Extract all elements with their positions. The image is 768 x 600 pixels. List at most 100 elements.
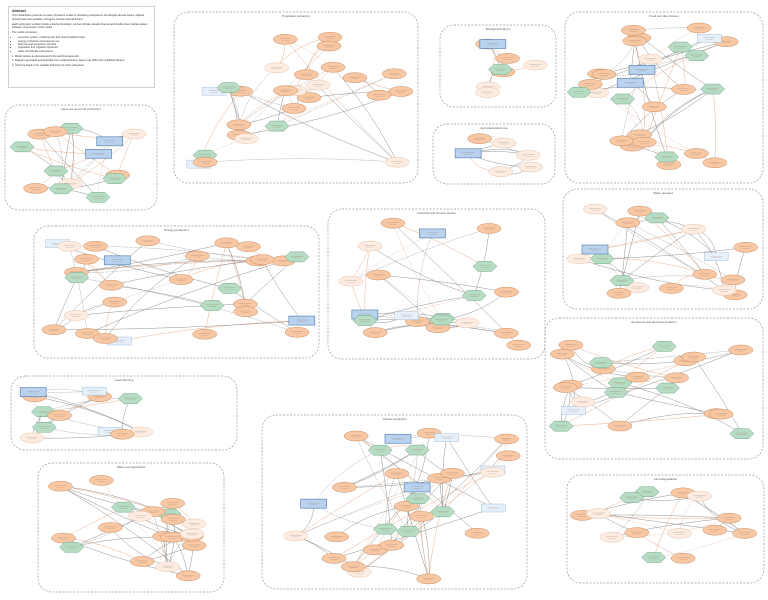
flow-variable-node — [495, 450, 521, 462]
flow-variable-node — [129, 556, 155, 567]
causal-link — [631, 144, 697, 154]
subsystem-cluster: Population dynamics — [173, 11, 419, 184]
flow-variable-node — [692, 269, 717, 280]
auxiliary-variable-node — [455, 317, 480, 329]
subsystem-cluster: Food and diet choices — [564, 11, 764, 184]
abstract-list-item: population and migration dynamics — [18, 46, 151, 49]
cluster-title: Industrial and service sectors — [417, 211, 456, 215]
subsystem-cluster: Land-use and food production — [4, 104, 158, 211]
abstract-list: economic system, including cost and pric… — [18, 36, 151, 53]
flow-variable-node — [160, 514, 186, 525]
causal-link — [596, 41, 727, 93]
cluster-boundary — [432, 123, 556, 185]
abstract-note: 1. Model version as documented in the te… — [12, 54, 80, 58]
causal-link — [76, 303, 246, 316]
abstract-list-item: economic system, including cost and pric… — [18, 36, 151, 39]
cluster-title: Land-use and food production — [61, 107, 101, 111]
flow-variable-node — [250, 254, 275, 265]
annotation-node — [697, 34, 722, 43]
causal-link — [238, 45, 330, 136]
external-driver-node — [102, 173, 128, 184]
flow-variable-node — [642, 101, 667, 113]
causal-link — [285, 39, 398, 163]
stock-node — [403, 482, 431, 493]
external-driver-node — [684, 50, 710, 61]
causal-link — [70, 128, 74, 184]
flow-variable-node — [558, 339, 584, 351]
flow-variable-node — [284, 327, 310, 338]
external-driver-node — [43, 165, 69, 177]
auxiliary-variable-node — [518, 161, 543, 173]
causal-link — [105, 255, 198, 339]
flow-variable-node — [494, 433, 519, 445]
stock-node — [288, 315, 316, 326]
external-driver-node — [31, 421, 57, 433]
causal-link — [653, 492, 684, 558]
causal-link — [619, 382, 742, 434]
cluster-title: Land degradation — [654, 477, 678, 481]
flow-variable-node — [233, 306, 258, 317]
flow-variable-node — [733, 242, 758, 253]
stock-node — [616, 77, 644, 88]
external-driver-node — [654, 151, 680, 163]
external-driver-node — [429, 314, 455, 326]
external-driver-node — [603, 387, 629, 398]
auxiliary-variable-node — [338, 275, 364, 287]
abstract-notes: 1. Model version as documented in the te… — [12, 55, 151, 67]
cluster-title: Water and agriculture — [117, 465, 146, 469]
auxiliary-variable-node — [234, 133, 259, 144]
flow-variable-node — [732, 528, 757, 539]
flow-variable-node — [476, 223, 502, 234]
flow-variable-node — [684, 148, 709, 159]
auxiliary-variable-node — [19, 432, 45, 444]
flow-variable-node — [321, 553, 347, 564]
abstract-list-intro: The model comprises: — [12, 31, 38, 35]
cluster-title: Land planning — [115, 378, 134, 382]
annotation-node — [81, 386, 107, 396]
external-driver-node — [404, 444, 430, 456]
flow-variable-node — [720, 274, 746, 286]
external-driver-node — [609, 275, 635, 286]
causal-link — [621, 275, 733, 282]
causal-link — [336, 505, 407, 537]
flow-variable-node — [181, 540, 207, 551]
flow-variable-node — [379, 540, 405, 551]
causal-link — [353, 506, 407, 567]
auxiliary-variable-node — [474, 87, 500, 98]
causal-link — [76, 260, 258, 273]
cluster-boundary — [4, 104, 158, 211]
abstract-list-item: energy production and resource use — [18, 40, 151, 43]
stock-node — [581, 244, 609, 255]
causal-link — [594, 228, 694, 250]
flow-variable-node — [380, 217, 406, 229]
flow-variable-node — [102, 296, 127, 308]
auxiliary-variable-node — [128, 511, 153, 522]
flow-variable-node — [621, 25, 646, 36]
external-driver-node — [461, 290, 487, 301]
external-driver-node — [472, 261, 498, 272]
flow-variable-node — [160, 498, 185, 509]
flow-variable-node — [342, 72, 368, 83]
external-driver-node — [396, 526, 421, 537]
flow-variable-node — [236, 241, 261, 252]
causal-link — [226, 242, 246, 305]
external-driver-node — [216, 82, 242, 93]
causal-link — [473, 228, 490, 296]
annotation-node — [561, 406, 586, 415]
causal-link — [344, 449, 418, 488]
causal-link — [34, 396, 141, 433]
causal-link — [570, 344, 677, 379]
flow-variable-node — [384, 468, 410, 479]
causal-link — [417, 498, 430, 580]
flow-variable-node — [622, 35, 648, 47]
flow-variable-node — [627, 205, 652, 217]
flow-variable-node — [341, 561, 366, 572]
stock-node — [419, 228, 446, 239]
auxiliary-variable-node — [585, 508, 611, 519]
causal-link — [205, 158, 398, 163]
causal-link — [578, 258, 725, 291]
flow-variable-node — [467, 133, 492, 144]
causal-link — [95, 246, 230, 289]
causal-link — [87, 260, 284, 334]
flow-variable-node — [625, 371, 650, 383]
